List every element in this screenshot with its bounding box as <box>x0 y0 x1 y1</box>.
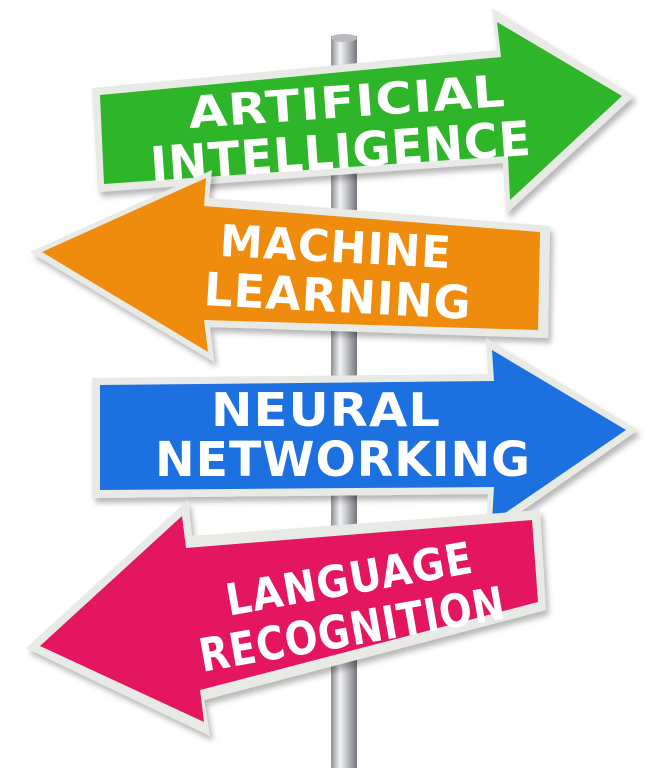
sign-face-language-recognition <box>40 516 538 722</box>
sign-text-neural-networking-line1: NEURAL <box>211 383 441 437</box>
sign-face-machine-learning <box>42 178 540 352</box>
sign-machine-learning <box>30 170 550 362</box>
sign-neural-networking <box>92 338 638 536</box>
sign-face-artificial-intelligence <box>100 22 622 200</box>
signpost-pole-cap <box>331 34 357 42</box>
sign-text-machine-learning-line1: MACHINE <box>219 216 453 279</box>
sign-face-neural-networking <box>100 350 626 522</box>
sign-text-neural-networking-line2: NETWORKING <box>155 432 531 488</box>
sign-artificial-intelligence <box>92 8 634 214</box>
sign-language-recognition <box>26 500 546 736</box>
